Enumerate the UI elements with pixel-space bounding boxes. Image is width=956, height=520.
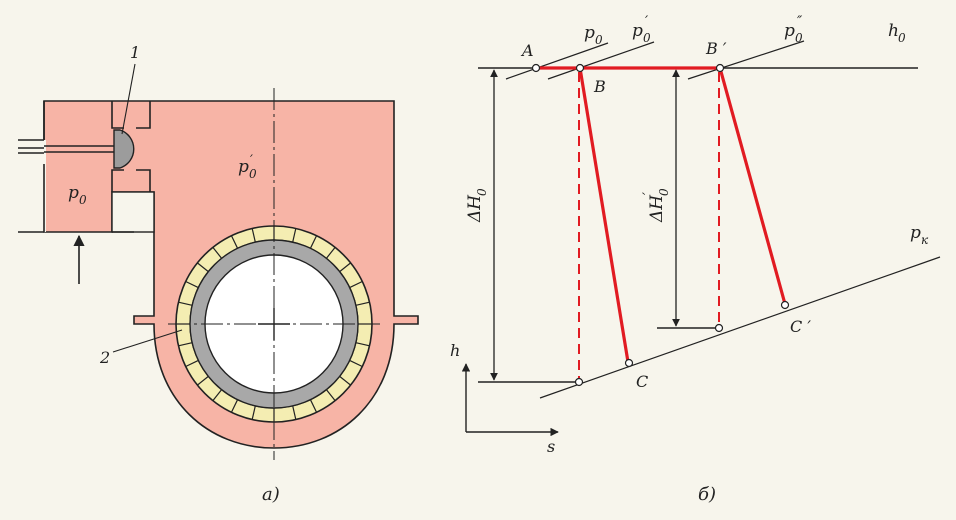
svg-text:p: p [784,21,795,41]
label-point-Bprime: B ′ [705,39,727,58]
svg-text:0: 0 [79,193,87,207]
label-isobar-p0dprime: p 0 ″ [784,14,803,45]
label-point-B: B [593,77,606,96]
nozzle-box-diagram: 1 2 p 0 p 0 ′ а) [18,43,419,505]
nozzle-blade [309,399,318,413]
svg-text:′: ′ [641,192,656,195]
svg-text:p: p [68,183,79,203]
label-point-C: C [636,372,648,391]
label-dH0prime: ΔH 0 ′ [641,188,671,223]
svg-text:0: 0 [898,31,906,45]
point-B-marker [575,63,585,73]
svg-text:0: 0 [595,33,603,47]
svg-text:к: к [921,233,929,247]
nozzle-blade [339,262,351,273]
svg-text:0: 0 [643,31,651,45]
nozzle-blade [325,247,336,259]
expansion-BC [578,67,630,363]
svg-text:ΔH: ΔH [647,194,667,223]
label-dH0: ΔH 0 [465,188,489,223]
point-Cprime-marker [780,300,790,310]
caption-b: б) [698,484,716,505]
label-p0prime-chamber: p 0 ′ [238,153,257,181]
svg-text:″: ″ [797,14,803,30]
point-Ct-marker [574,377,584,387]
nozzle-blade [325,389,336,401]
hs-diagram: A B B ′ C C ′ p 0 p 0 ′ p 0 ″ h 0 p к ΔH… [450,14,941,505]
svg-text:ΔH: ΔH [465,194,485,223]
svg-text:0: 0 [249,167,257,181]
label-h0: h 0 [888,21,906,45]
point-C-marker [624,358,634,368]
point-Ctprime-marker [714,323,724,333]
nozzle-blade [212,247,223,259]
svg-text:p: p [910,223,921,243]
point-A-marker [531,63,541,73]
axis-h-label: h [450,341,460,360]
caption-a: а) [262,484,280,505]
nozzle-blade [355,301,370,306]
svg-text:′: ′ [250,153,253,168]
nozzle-blade [212,389,223,401]
nozzle-blade [185,280,199,289]
nozzle-blade [178,301,193,306]
svg-text:h: h [888,21,899,41]
nozzle-blade [230,235,239,249]
expansion-BprimeCprime [718,67,787,305]
axis-s-label: s [547,437,555,456]
callout-1: 1 [130,43,140,62]
nozzle-blade [355,342,370,347]
nozzle-blade [309,235,318,249]
svg-text:p: p [238,157,249,177]
label-point-A: A [520,41,534,60]
nozzle-blade [185,359,199,368]
svg-text:0: 0 [795,31,803,45]
nozzle-blade [349,359,363,368]
label-isobar-p0prime: p 0 ′ [632,14,651,45]
svg-text:′: ′ [645,14,649,30]
label-point-Cprime: C ′ [790,317,811,336]
nozzle-blade [251,405,256,420]
valve-head [113,129,135,169]
nozzle-blade [230,399,239,413]
nozzle-blade [197,375,209,386]
nozzle-blade [292,405,297,420]
svg-text:0: 0 [657,188,671,196]
nozzle-blade [197,262,209,273]
isobar-pk [539,256,941,399]
nozzle-blade [339,375,351,386]
isobar-p0dprime [687,40,805,80]
svg-text:p: p [584,23,595,43]
point-Bprime-marker [715,63,725,73]
label-isobar-pk: p к [910,223,929,247]
callout-2: 2 [99,348,110,367]
nozzle-blade [292,228,297,243]
nozzle-blade [349,280,363,289]
isobar-p0prime [547,41,655,80]
svg-text:0: 0 [475,188,489,196]
label-isobar-p0: p 0 [584,23,603,47]
nozzle-blade [178,342,193,347]
svg-text:p: p [632,21,643,41]
label-p0-inlet: p 0 [68,183,87,207]
isobar-p0 [505,42,609,80]
nozzle-blade [251,228,256,243]
